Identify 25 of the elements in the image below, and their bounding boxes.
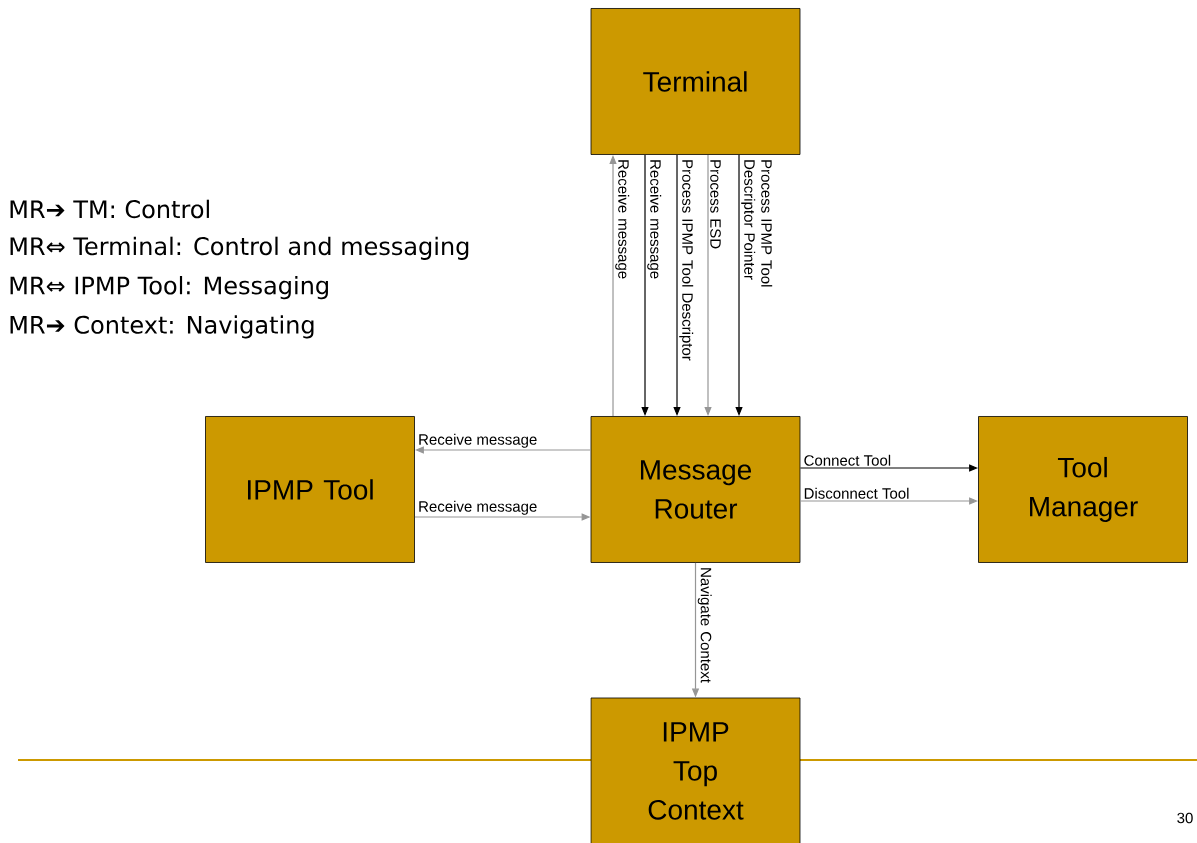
legend-text: MR⇔ IPMP Tool: Messaging — [10, 276, 328, 300]
edge-label: Receive message — [647, 160, 662, 279]
process-box: Message Router — [590, 416, 801, 563]
legend-text: MR⇔ Terminal: Control and messaging — [10, 236, 469, 260]
process-box: Terminal — [590, 8, 801, 155]
process-box: IPMP Tool — [205, 416, 415, 563]
process-box: Tool Manager — [978, 416, 1188, 563]
arrow — [735, 154, 743, 416]
legend-text: MR➔ Context: Navigating — [10, 315, 314, 339]
edge-label: Receive message — [419, 433, 537, 448]
edge-label: Receive message — [615, 160, 630, 279]
arrow — [673, 154, 681, 416]
arrow — [704, 154, 712, 416]
edge-label: Connect Tool — [804, 454, 891, 466]
arrow — [415, 446, 592, 454]
arrow — [641, 154, 649, 416]
process-box: IPMP Top Context — [590, 697, 801, 843]
edge-label: Process IPMP Tool Descriptor — [679, 160, 694, 361]
edge-label: Process ESD — [710, 160, 721, 249]
page-number: 30 — [1177, 812, 1193, 824]
legend-text: MR➔ TM: Control — [10, 199, 209, 219]
edge-label: Navigate Context — [697, 568, 712, 683]
edge-label: Disconnect Tool — [804, 487, 909, 499]
edge-label: Process IPMP Tool Descriptor Pointer — [741, 160, 773, 287]
edge-label: Receive message — [419, 500, 537, 515]
